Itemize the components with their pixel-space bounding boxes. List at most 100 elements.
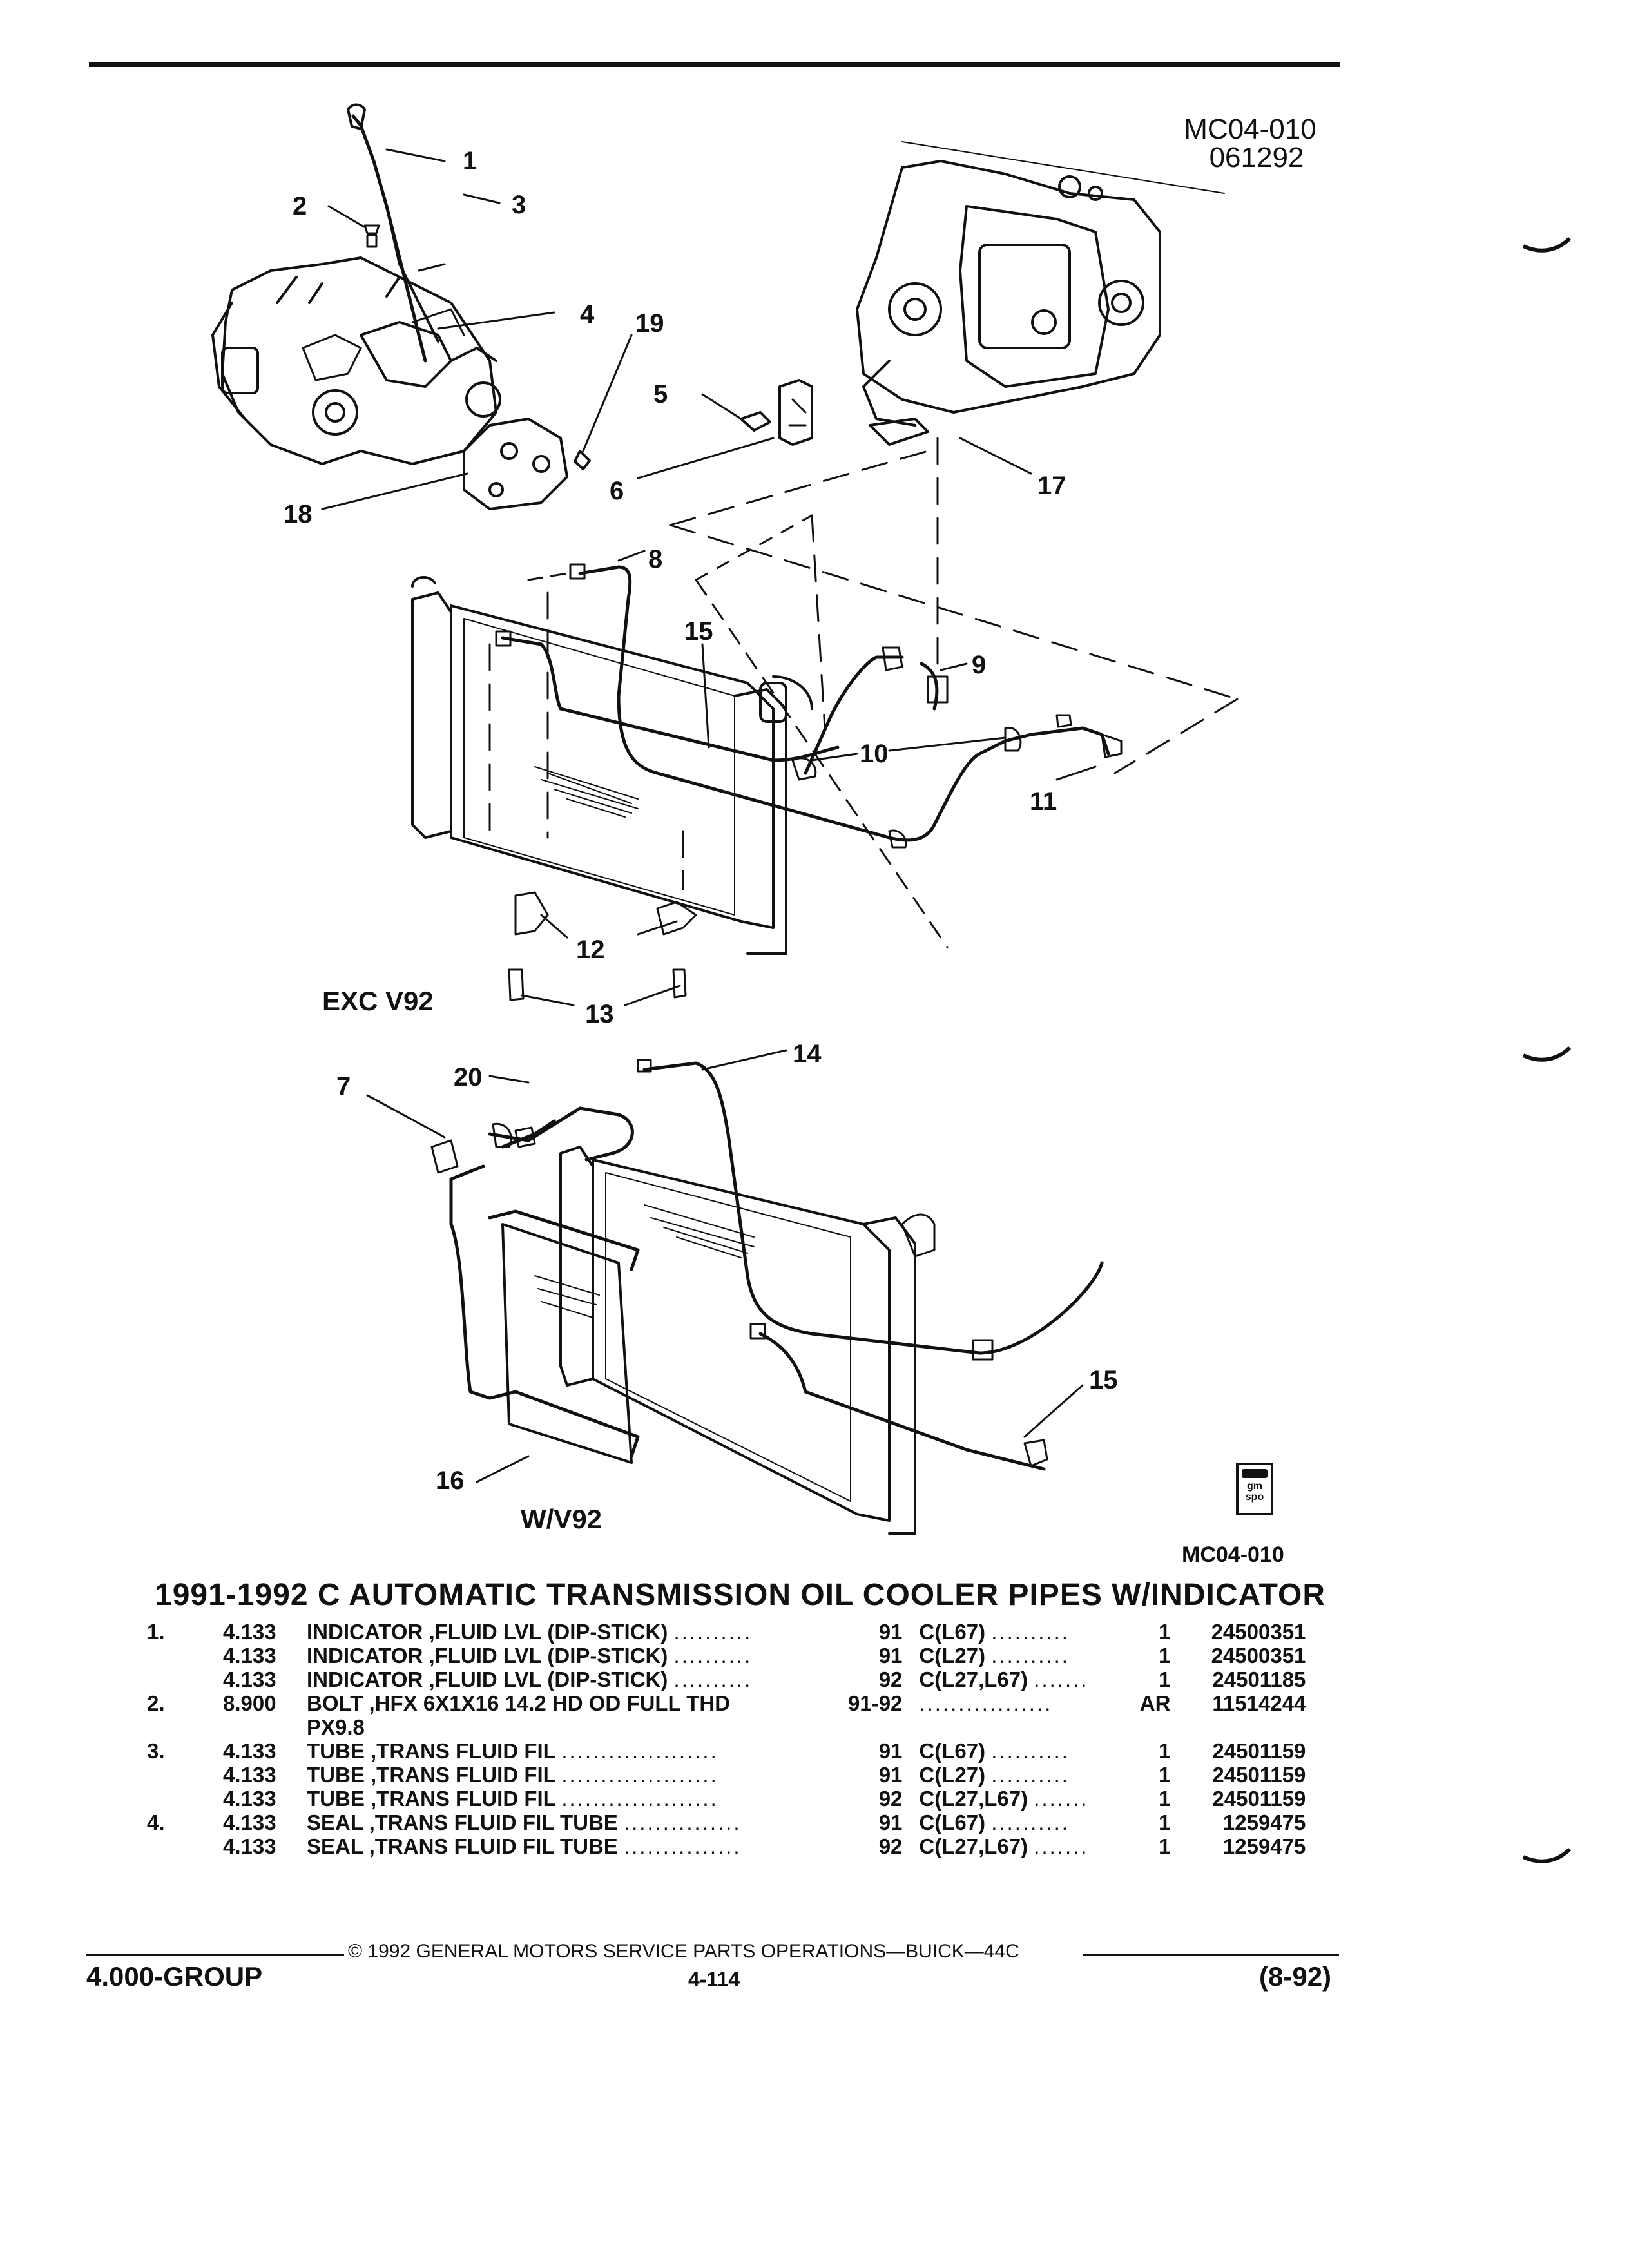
- leader-dots: ....................: [561, 1763, 718, 1787]
- cell-item: 1.: [147, 1620, 223, 1644]
- leader-dots: .......: [1034, 1787, 1089, 1811]
- group-number: 4.133: [223, 1811, 276, 1834]
- leader-dots: ....................: [561, 1787, 718, 1811]
- part-description: ,FLUID LVL (DIP-STICK): [429, 1620, 674, 1644]
- cell-qty: 1: [1132, 1739, 1170, 1763]
- model-year: 91: [878, 1620, 903, 1644]
- quantity: 1: [1159, 1811, 1171, 1834]
- leader-dots: .......: [1034, 1834, 1089, 1858]
- part-number: 11514244: [1212, 1691, 1306, 1715]
- quantity: 1: [1159, 1620, 1171, 1644]
- part-number: 1259475: [1222, 1834, 1306, 1858]
- footer-group: 4.000-GROUP: [86, 1961, 263, 1992]
- part-name: INDICATOR: [307, 1667, 429, 1691]
- leader-dots: ....................: [561, 1739, 718, 1763]
- part-number: 24501185: [1212, 1667, 1306, 1691]
- cell-part: 24500351: [1170, 1620, 1306, 1644]
- leader-dashes: [488, 437, 1239, 948]
- leader-dots: ..........: [673, 1667, 753, 1691]
- group-number: 8.900: [223, 1691, 276, 1715]
- cell-description: INDICATOR ,FLUID LVL (DIP-STICK) .......…: [307, 1620, 848, 1644]
- cell-group: 4.133: [223, 1834, 307, 1858]
- model-year: 91: [878, 1763, 903, 1787]
- cell-model: .................: [919, 1691, 1132, 1715]
- leader-dots: ..........: [991, 1620, 1070, 1644]
- label-with-v92: W/V92: [521, 1504, 602, 1534]
- part-name: BOLT: [307, 1691, 369, 1715]
- model-year: 91: [878, 1739, 903, 1763]
- cell-item: [147, 1715, 223, 1739]
- cell-item: 2.: [147, 1691, 223, 1715]
- group-number: 4.133: [223, 1667, 276, 1691]
- cell-group: 4.133: [223, 1763, 307, 1787]
- cell-description: TUBE ,TRANS FLUID FIL ..................…: [307, 1739, 848, 1763]
- cell-description: SEAL ,TRANS FLUID FIL TUBE .............…: [307, 1834, 848, 1858]
- cell-group: 4.133: [223, 1787, 307, 1811]
- cell-group: 4.133: [223, 1667, 307, 1691]
- quantity: 1: [1159, 1667, 1171, 1691]
- item-number: 2.: [147, 1691, 165, 1715]
- cell-year: 91-92: [848, 1691, 919, 1715]
- cell-description: SEAL ,TRANS FLUID FIL TUBE .............…: [307, 1811, 848, 1834]
- binding-mark-1: [1522, 236, 1572, 253]
- part-number: 24501159: [1212, 1763, 1306, 1787]
- cell-item: 4.: [147, 1811, 223, 1834]
- cell-part: [1170, 1715, 1306, 1739]
- cell-part: 24501159: [1170, 1763, 1306, 1787]
- model-year: 91: [878, 1811, 903, 1834]
- callout-20: 20: [454, 1063, 483, 1091]
- cell-item: [147, 1763, 223, 1787]
- cell-year: 91: [848, 1644, 919, 1667]
- cell-description: INDICATOR ,FLUID LVL (DIP-STICK) .......…: [307, 1667, 848, 1691]
- model-code: C(L67): [919, 1811, 986, 1834]
- cell-model: C(L67) ..........: [919, 1739, 1132, 1763]
- part-description: ,TRANS FLUID FIL TUBE: [369, 1834, 624, 1858]
- cell-model: C(L67) ..........: [919, 1811, 1132, 1834]
- cell-group: 8.900: [223, 1691, 307, 1715]
- cell-model: C(L67) ..........: [919, 1620, 1132, 1644]
- leader-dots: .......: [1034, 1667, 1089, 1691]
- callout-2: 2: [293, 192, 307, 220]
- cell-item: [147, 1667, 223, 1691]
- model-code: C(L27): [919, 1644, 986, 1667]
- part-description: ,FLUID LVL (DIP-STICK): [429, 1644, 674, 1667]
- callout-17: 17: [1037, 472, 1066, 500]
- quantity: 1: [1159, 1763, 1171, 1787]
- part-description: ,TRANS FLUID FIL: [371, 1763, 562, 1787]
- model-code: C(L27,L67): [919, 1667, 1028, 1691]
- group-number: 4.133: [223, 1620, 276, 1644]
- callout-14: 14: [793, 1040, 822, 1068]
- part-name: TUBE: [307, 1787, 371, 1811]
- cell-part: 24500351: [1170, 1644, 1306, 1667]
- cell-description: INDICATOR ,FLUID LVL (DIP-STICK) .......…: [307, 1644, 848, 1667]
- cell-model: C(L27,L67) .......: [919, 1667, 1132, 1691]
- footer-rule-right: [1083, 1954, 1339, 1956]
- part-description: PX9.8: [307, 1715, 365, 1739]
- callout-18: 18: [284, 500, 313, 528]
- part-description: ,TRANS FLUID FIL: [371, 1787, 562, 1811]
- cell-year: 91: [848, 1620, 919, 1644]
- callout-10: 10: [860, 740, 889, 768]
- callout-15-lower: 15: [1089, 1366, 1118, 1394]
- part-number: 1259475: [1222, 1811, 1306, 1834]
- label-exc-v92: EXC V92: [322, 986, 434, 1016]
- model-code: C(L27,L67): [919, 1787, 1028, 1811]
- cell-item: 3.: [147, 1739, 223, 1763]
- cell-year: 92: [848, 1834, 919, 1858]
- cell-part: 24501185: [1170, 1667, 1306, 1691]
- cell-group: [223, 1715, 307, 1739]
- leader-dots: ..........: [673, 1620, 753, 1644]
- cell-part: 11514244: [1170, 1691, 1306, 1715]
- cell-part: 1259475: [1170, 1811, 1306, 1834]
- cell-group: 4.133: [223, 1739, 307, 1763]
- cooler-pipes-lower: [449, 1061, 1104, 1471]
- cell-model: C(L27) ..........: [919, 1644, 1132, 1667]
- cell-item: [147, 1644, 223, 1667]
- quantity: AR: [1139, 1691, 1171, 1715]
- leader-dots: ..........: [991, 1739, 1070, 1763]
- cell-qty: [1132, 1715, 1170, 1739]
